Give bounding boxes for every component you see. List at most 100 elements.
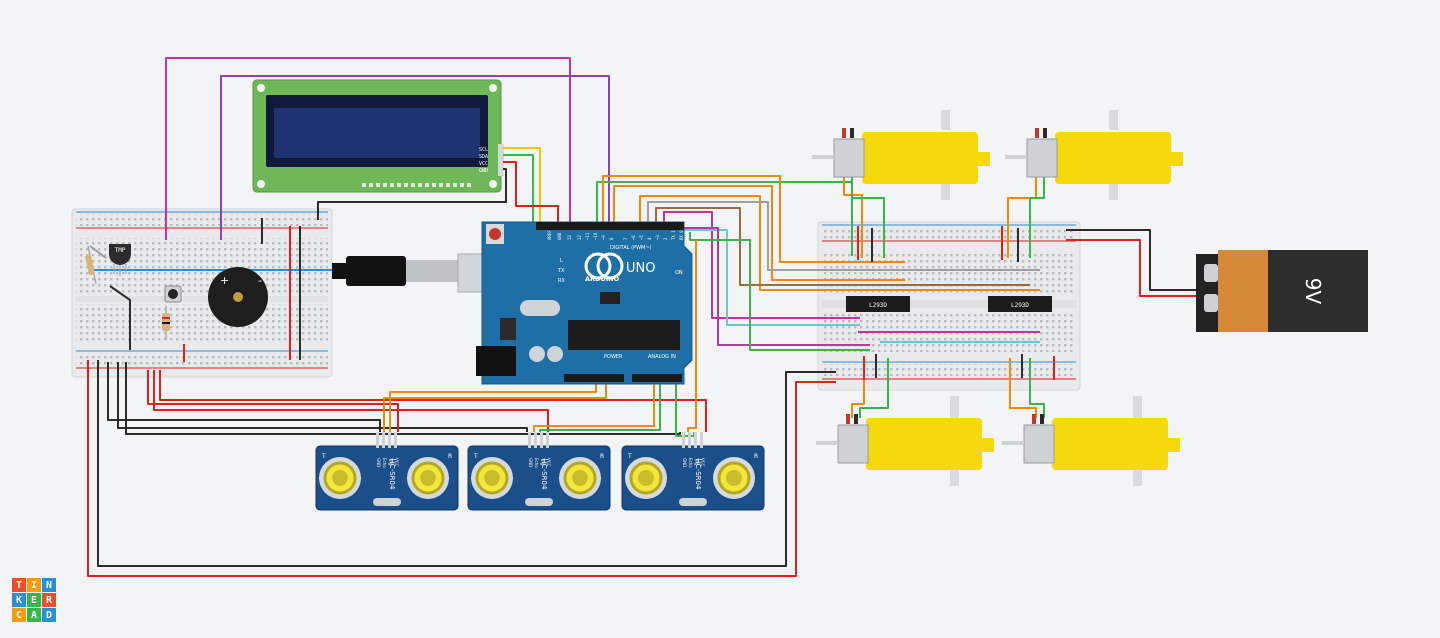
wire-motor3-a <box>851 358 865 418</box>
arduino-brand: ARDUINO <box>585 275 620 283</box>
wire-magenta-top <box>165 57 571 240</box>
wire-purple-top <box>220 75 610 240</box>
led-l-label: L <box>560 258 563 264</box>
arduino-uno[interactable]: UNO ARDUINO DIGITAL (PWM~) POWER ANALOG … <box>476 221 693 385</box>
temperature-sensor[interactable]: TMP <box>109 244 131 276</box>
wire-battery-neg <box>1066 229 1196 291</box>
analog-label: ANALOG IN <box>648 354 676 360</box>
pin-4: 4 <box>647 237 652 240</box>
wire-red-long <box>87 360 836 577</box>
dc-motor-4[interactable] <box>1002 396 1180 486</box>
power-header <box>564 374 624 382</box>
pin-2: 2 <box>663 237 668 240</box>
pin-7: 7 <box>623 237 628 240</box>
wire-sensor2-gnd <box>117 362 528 432</box>
pin-6: ~6 <box>631 235 636 240</box>
sensor-pin-label: Trig <box>388 457 393 466</box>
wire-black-left <box>109 285 131 350</box>
wire-battery-pos <box>1066 239 1196 297</box>
digital-label: DIGITAL (PWM~) <box>610 245 652 251</box>
logo-letter: C <box>12 608 26 622</box>
dc-motor-1[interactable] <box>812 110 990 200</box>
pin-tx: TX 1 <box>671 230 676 240</box>
wire-black-long <box>97 360 836 567</box>
tmp-label: TMP <box>115 247 126 254</box>
sensor-pin-label: Echo <box>534 458 539 468</box>
power-label: POWER <box>604 354 623 360</box>
wire-sensor3-vcc <box>159 370 707 432</box>
sensor-pin-label: VCC <box>394 458 399 467</box>
pin-3: ~3 <box>655 235 660 240</box>
wire-motor2-b <box>1029 172 1045 258</box>
sensor-pin-label: GND <box>682 458 687 467</box>
sensor-pin-label: Echo <box>382 458 387 468</box>
wire-sensor1-vcc <box>147 370 399 432</box>
logo-letter: K <box>12 593 26 607</box>
wire-d7-green <box>596 181 853 256</box>
resistor-2[interactable] <box>162 306 170 340</box>
buzzer-plus: + <box>220 274 229 287</box>
reset-button <box>489 228 501 240</box>
logo-letter: E <box>27 593 41 607</box>
push-button[interactable] <box>164 285 182 303</box>
driver-1-label: L293D <box>869 302 887 309</box>
pin-12: 12 <box>577 235 582 240</box>
atmega-chip <box>568 320 680 350</box>
resistor-1[interactable] <box>85 245 97 285</box>
wire-d3-grey <box>647 201 1040 271</box>
dc-motor-3[interactable] <box>816 396 994 486</box>
wire-motor4-b <box>1029 358 1045 418</box>
lcd-display[interactable]: SCL SDA VCC GND <box>252 79 504 193</box>
lcd-pin-scl: SCL <box>479 147 488 153</box>
sensor-t-label: T <box>473 453 478 460</box>
logo-letter: D <box>42 608 56 622</box>
wire-sensor3-trig <box>687 240 697 432</box>
lcd-screen <box>274 108 480 158</box>
logo-letter: A <box>27 608 41 622</box>
wire-lcd-sda <box>503 154 534 232</box>
lcd-pin-sda: SDA <box>479 154 488 160</box>
buzzer-minus: - <box>258 274 262 287</box>
wire-sensor1-gnd <box>107 362 381 432</box>
logo-letter: N <box>42 578 56 592</box>
sensor-pin-label: Trig <box>694 457 699 466</box>
wire-lcd-vcc <box>503 161 559 232</box>
pin-5: ~5 <box>639 235 644 240</box>
usb-cable[interactable] <box>332 253 487 293</box>
piezo-buzzer[interactable]: + - <box>208 267 268 327</box>
sensor-model-label: HC-SR04 <box>694 459 702 490</box>
motor-driver-1[interactable]: L293D <box>846 296 910 312</box>
logo-letter: T <box>12 578 26 592</box>
wire-sensor2-vcc <box>153 370 549 432</box>
wire-d2-brown <box>655 207 1030 286</box>
led-rx-label: RX <box>558 278 565 284</box>
sensor-pin-label: Echo <box>688 458 693 468</box>
pin-8: 8 <box>609 237 614 240</box>
on-label: ON <box>675 270 683 276</box>
wire-motor4-a <box>1009 358 1037 418</box>
dc-motor-2[interactable] <box>1005 110 1183 200</box>
tinkercad-logo[interactable]: T I N K E R C A D <box>12 578 56 622</box>
arduino-model: UNO <box>626 261 655 276</box>
sensor-t-label: T <box>321 453 326 460</box>
wire-sensor3-gnd <box>125 362 681 435</box>
pin-11: ~11 <box>585 232 590 240</box>
wire-sensor2-trig <box>533 372 655 432</box>
wire-motor1-b <box>851 172 885 258</box>
battery-9v[interactable]: 9V <box>1196 250 1368 332</box>
wire-d1-magenta <box>663 211 860 319</box>
motor-driver-2[interactable]: L293D <box>988 296 1052 312</box>
pin-10: ~10 <box>593 232 598 240</box>
sensor-r-label: R <box>600 453 604 460</box>
pin-9: ~9 <box>601 235 606 240</box>
pin-13: 13 <box>567 235 572 240</box>
lcd-pin-vcc: VCC <box>479 161 488 167</box>
left-breadboard[interactable] <box>71 208 333 378</box>
right-breadboard[interactable] <box>817 221 1081 391</box>
